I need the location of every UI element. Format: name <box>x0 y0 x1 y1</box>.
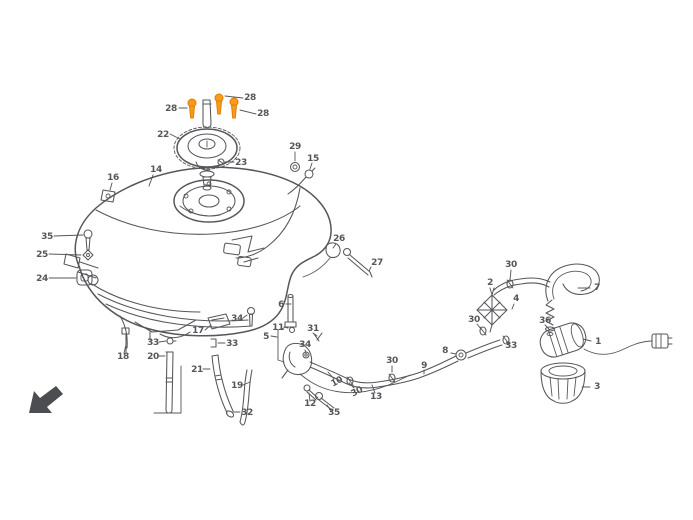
part-label-9[interactable]: 9 <box>421 361 427 371</box>
part-label-12[interactable]: 12 <box>304 399 316 409</box>
hose-upper <box>309 355 457 384</box>
pump-wire <box>583 340 653 355</box>
bracket-16 <box>100 189 116 203</box>
part-label-8[interactable]: 8 <box>442 346 448 356</box>
hook-15 <box>304 169 314 179</box>
tube-20 <box>165 351 174 414</box>
bolt-34a <box>246 306 256 316</box>
part-label-15[interactable]: 15 <box>307 154 319 164</box>
part-label-3[interactable]: 3 <box>594 382 600 392</box>
part-label-4[interactable]: 4 <box>513 294 519 304</box>
bolt-23 <box>217 158 225 166</box>
fuel-pump-1 <box>539 322 587 358</box>
part-label-29[interactable]: 29 <box>289 142 301 152</box>
tube-32 <box>211 354 234 414</box>
part-label-33[interactable]: 33 <box>226 339 238 349</box>
front-direction-arrow-icon <box>29 386 63 413</box>
highlighted-part-screws[interactable] <box>187 93 239 119</box>
part-label-18[interactable]: 18 <box>117 352 129 362</box>
part-label-24[interactable]: 24 <box>36 274 48 284</box>
clamp-30d <box>479 326 487 336</box>
cushion-24 <box>76 269 93 286</box>
part-label-6[interactable]: 6 <box>278 300 284 310</box>
part-label-32[interactable]: 32 <box>241 408 253 418</box>
screw-11 <box>288 326 296 334</box>
part-label-35[interactable]: 35 <box>41 232 53 242</box>
hose-4 <box>493 277 551 296</box>
part-label-5[interactable]: 5 <box>263 332 269 342</box>
part-label-16[interactable]: 16 <box>107 173 119 183</box>
part-label-13[interactable]: 13 <box>370 392 382 402</box>
part-label-35[interactable]: 35 <box>328 408 340 418</box>
part-label-20[interactable]: 20 <box>147 352 159 362</box>
part-label-33[interactable]: 33 <box>505 341 517 351</box>
part-label-26[interactable]: 26 <box>333 234 345 244</box>
grommet-29 <box>289 161 301 173</box>
part-label-27[interactable]: 27 <box>371 258 383 268</box>
part-label-23[interactable]: 23 <box>235 158 247 168</box>
screw-33a <box>166 337 174 345</box>
pump-connector <box>651 333 669 349</box>
part-label-34[interactable]: 34 <box>299 340 311 350</box>
bracket-26 <box>325 242 341 259</box>
part-label-21[interactable]: 21 <box>191 365 203 375</box>
fuel-cap-ring <box>176 128 238 168</box>
part-label-14[interactable]: 14 <box>150 165 162 175</box>
bolt-27 <box>342 247 352 257</box>
part-label-2[interactable]: 2 <box>487 278 493 288</box>
filler-neck-outer <box>173 179 245 223</box>
clamp-30b <box>388 373 396 383</box>
cap-center-bolt <box>202 99 212 129</box>
part-label-30[interactable]: 30 <box>505 260 517 270</box>
tank-line-art <box>63 99 673 426</box>
washer-25 <box>82 249 94 261</box>
part-label-31[interactable]: 31 <box>307 324 319 334</box>
clip-31 <box>313 332 323 342</box>
part-label-22[interactable]: 22 <box>157 130 169 140</box>
tank-bottom-flange <box>97 293 253 328</box>
part-label-25[interactable]: 25 <box>36 250 48 260</box>
clip-33b <box>210 338 217 348</box>
fuel-valve-2 <box>476 287 508 333</box>
hose-7 <box>545 263 600 302</box>
part-label-7[interactable]: 7 <box>594 283 600 293</box>
part-label-28[interactable]: 28 <box>244 93 256 103</box>
part-label-30[interactable]: 30 <box>350 385 365 399</box>
part-label-28[interactable]: 28 <box>165 104 177 114</box>
hose-19 <box>239 369 253 426</box>
part-label-33[interactable]: 33 <box>147 338 159 348</box>
part-label-10[interactable]: 10 <box>330 375 345 389</box>
bolt-35 <box>83 229 93 239</box>
part-label-30[interactable]: 30 <box>386 356 398 366</box>
tank-outline <box>74 166 332 337</box>
group-bracket-5 <box>277 327 285 363</box>
part-label-34[interactable]: 34 <box>231 314 243 324</box>
part-label-1[interactable]: 1 <box>595 337 601 347</box>
part-label-28[interactable]: 28 <box>257 109 269 119</box>
hose-lower <box>299 373 411 394</box>
part-label-36[interactable]: 36 <box>539 316 551 326</box>
fuel-cock-body <box>281 342 313 379</box>
part-label-19[interactable]: 19 <box>231 381 243 391</box>
cup-3 <box>540 362 586 380</box>
spring-36 <box>545 299 555 326</box>
clamp-33c <box>502 335 510 345</box>
bolt-12 <box>303 384 311 392</box>
ring-8 <box>455 349 467 361</box>
part-label-11[interactable]: 11 <box>272 323 284 333</box>
part-label-30[interactable]: 30 <box>468 315 480 325</box>
pipe-6 <box>284 295 297 328</box>
leader-lines <box>48 95 592 413</box>
part-label-17[interactable]: 17 <box>192 326 204 336</box>
clamp-30a <box>346 376 354 386</box>
tank-crease <box>95 205 301 235</box>
bracket-21 <box>153 365 182 414</box>
